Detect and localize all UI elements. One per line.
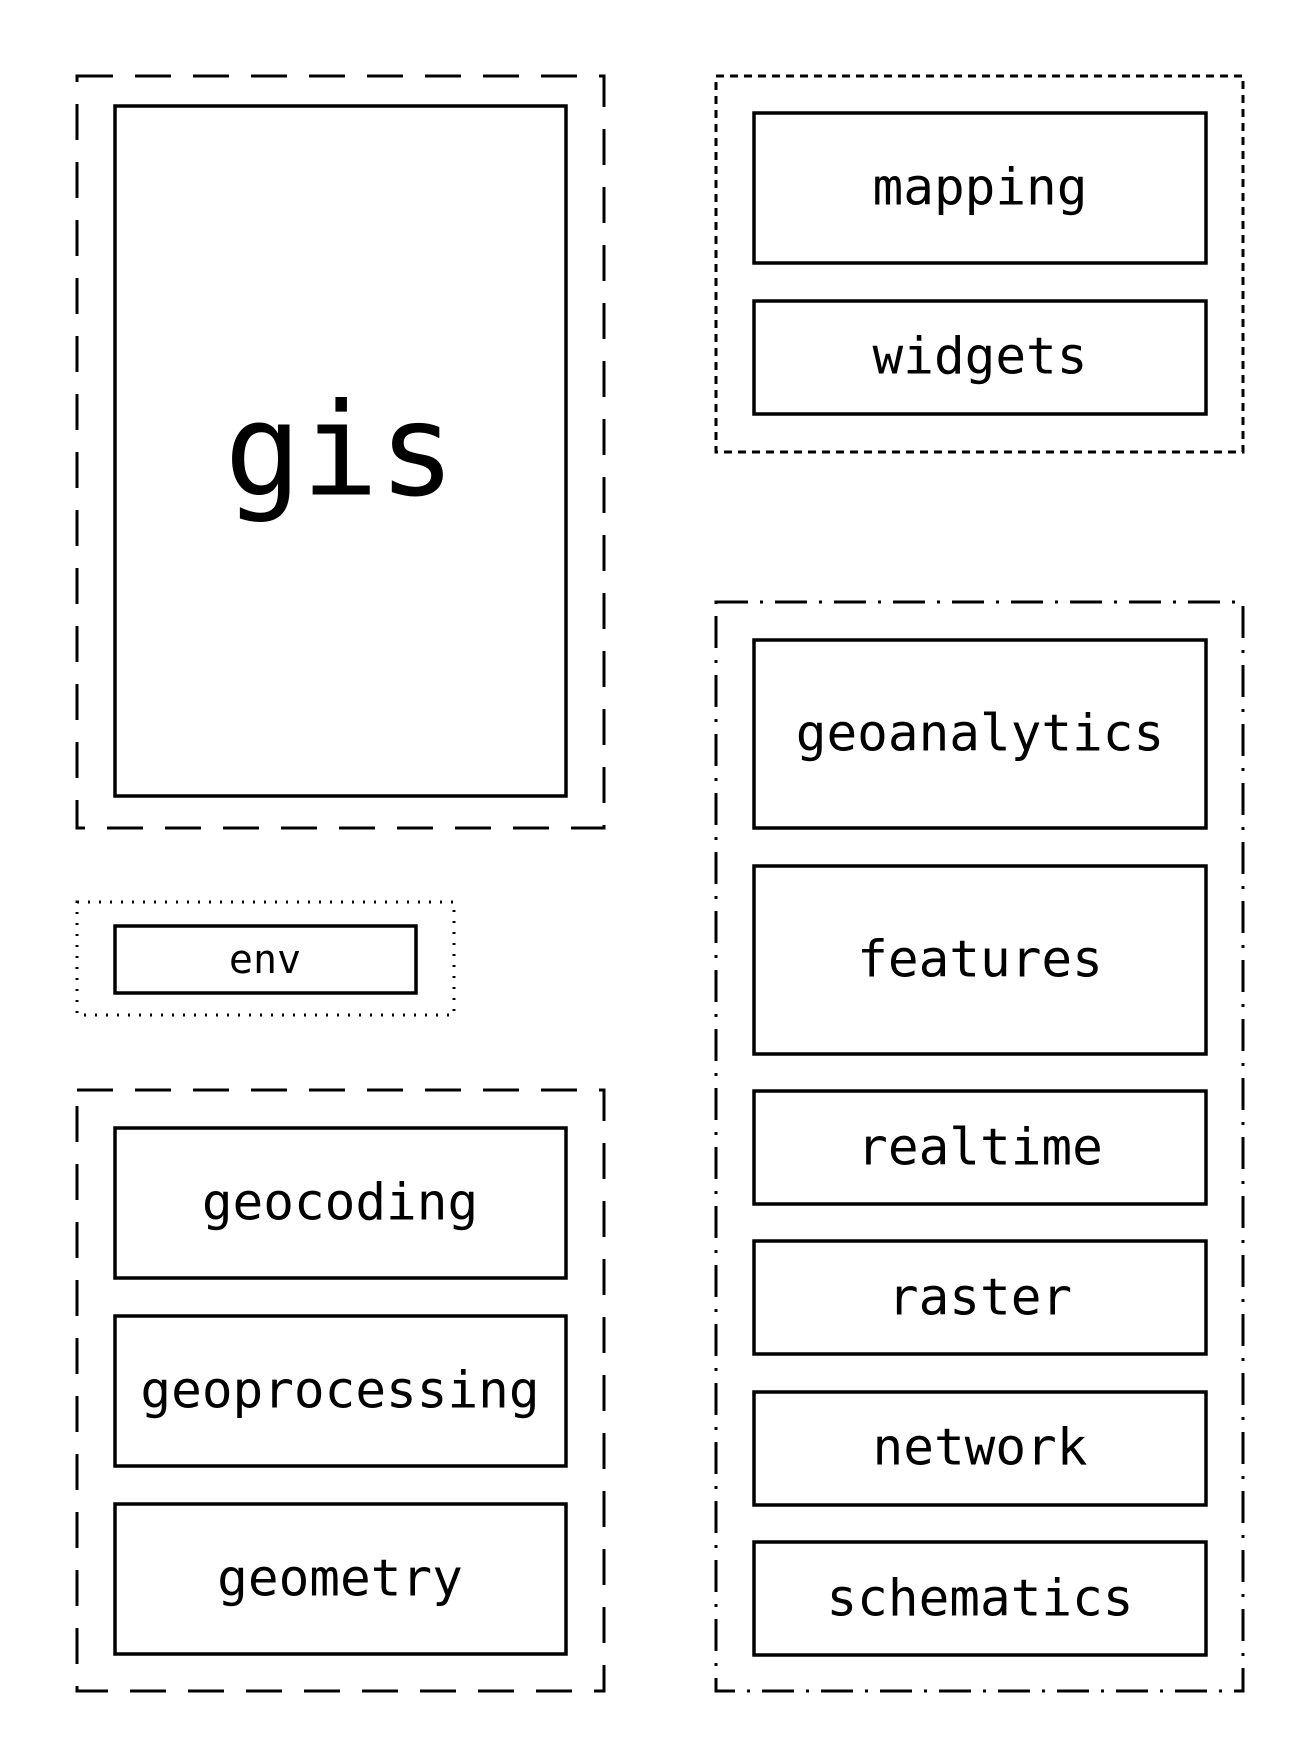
module-realtime-label: realtime — [857, 1119, 1103, 1178]
module-raster-box — [752, 1239, 1208, 1356]
module-widgets-label: widgets — [873, 328, 1088, 387]
module-schematics-box — [752, 1540, 1208, 1657]
group-env-container — [75, 900, 456, 1017]
module-geoanalytics-box — [752, 638, 1208, 830]
module-geometry-box — [113, 1502, 568, 1656]
module-features[interactable]: features — [752, 864, 1208, 1056]
module-geoanalytics-label: geoanalytics — [796, 705, 1164, 764]
module-gis-label: gis — [224, 377, 455, 526]
module-realtime-box — [752, 1089, 1208, 1206]
module-geometry-label: geometry — [217, 1550, 463, 1609]
module-geometry[interactable]: geometry — [113, 1502, 568, 1656]
module-features-label: features — [857, 931, 1103, 990]
module-raster[interactable]: raster — [752, 1239, 1208, 1356]
module-mapping-label: mapping — [873, 159, 1088, 218]
module-schematics-label: schematics — [826, 1570, 1133, 1629]
module-geocoding-label: geocoding — [202, 1174, 478, 1233]
module-network-box — [752, 1390, 1208, 1507]
module-gis-box — [113, 104, 568, 798]
module-realtime[interactable]: realtime — [752, 1089, 1208, 1206]
module-schematics[interactable]: schematics — [752, 1540, 1208, 1657]
module-env-box — [113, 924, 418, 995]
module-widgets[interactable]: widgets — [752, 299, 1208, 416]
module-geoanalytics[interactable]: geoanalytics — [752, 638, 1208, 830]
module-geocoding[interactable]: geocoding — [113, 1126, 568, 1280]
module-mapping[interactable]: mapping — [752, 111, 1208, 265]
module-env[interactable]: env — [113, 924, 418, 995]
module-geoprocessing-label: geoprocessing — [140, 1362, 539, 1421]
module-network-label: network — [873, 1419, 1088, 1478]
module-features-box — [752, 864, 1208, 1056]
module-geocoding-box — [113, 1126, 568, 1280]
group-ui-container — [714, 74, 1245, 454]
module-mapping-box — [752, 111, 1208, 265]
group-analysis-container — [714, 600, 1245, 1693]
module-raster-label: raster — [888, 1269, 1072, 1328]
module-gis[interactable]: gis — [113, 104, 568, 798]
module-geoprocessing-box — [113, 1314, 568, 1468]
module-geoprocessing[interactable]: geoprocessing — [113, 1314, 568, 1468]
module-env-label: env — [229, 937, 301, 983]
module-widgets-box — [752, 299, 1208, 416]
group-core-container — [75, 74, 606, 830]
group-services-container — [75, 1088, 606, 1693]
module-network[interactable]: network — [752, 1390, 1208, 1507]
